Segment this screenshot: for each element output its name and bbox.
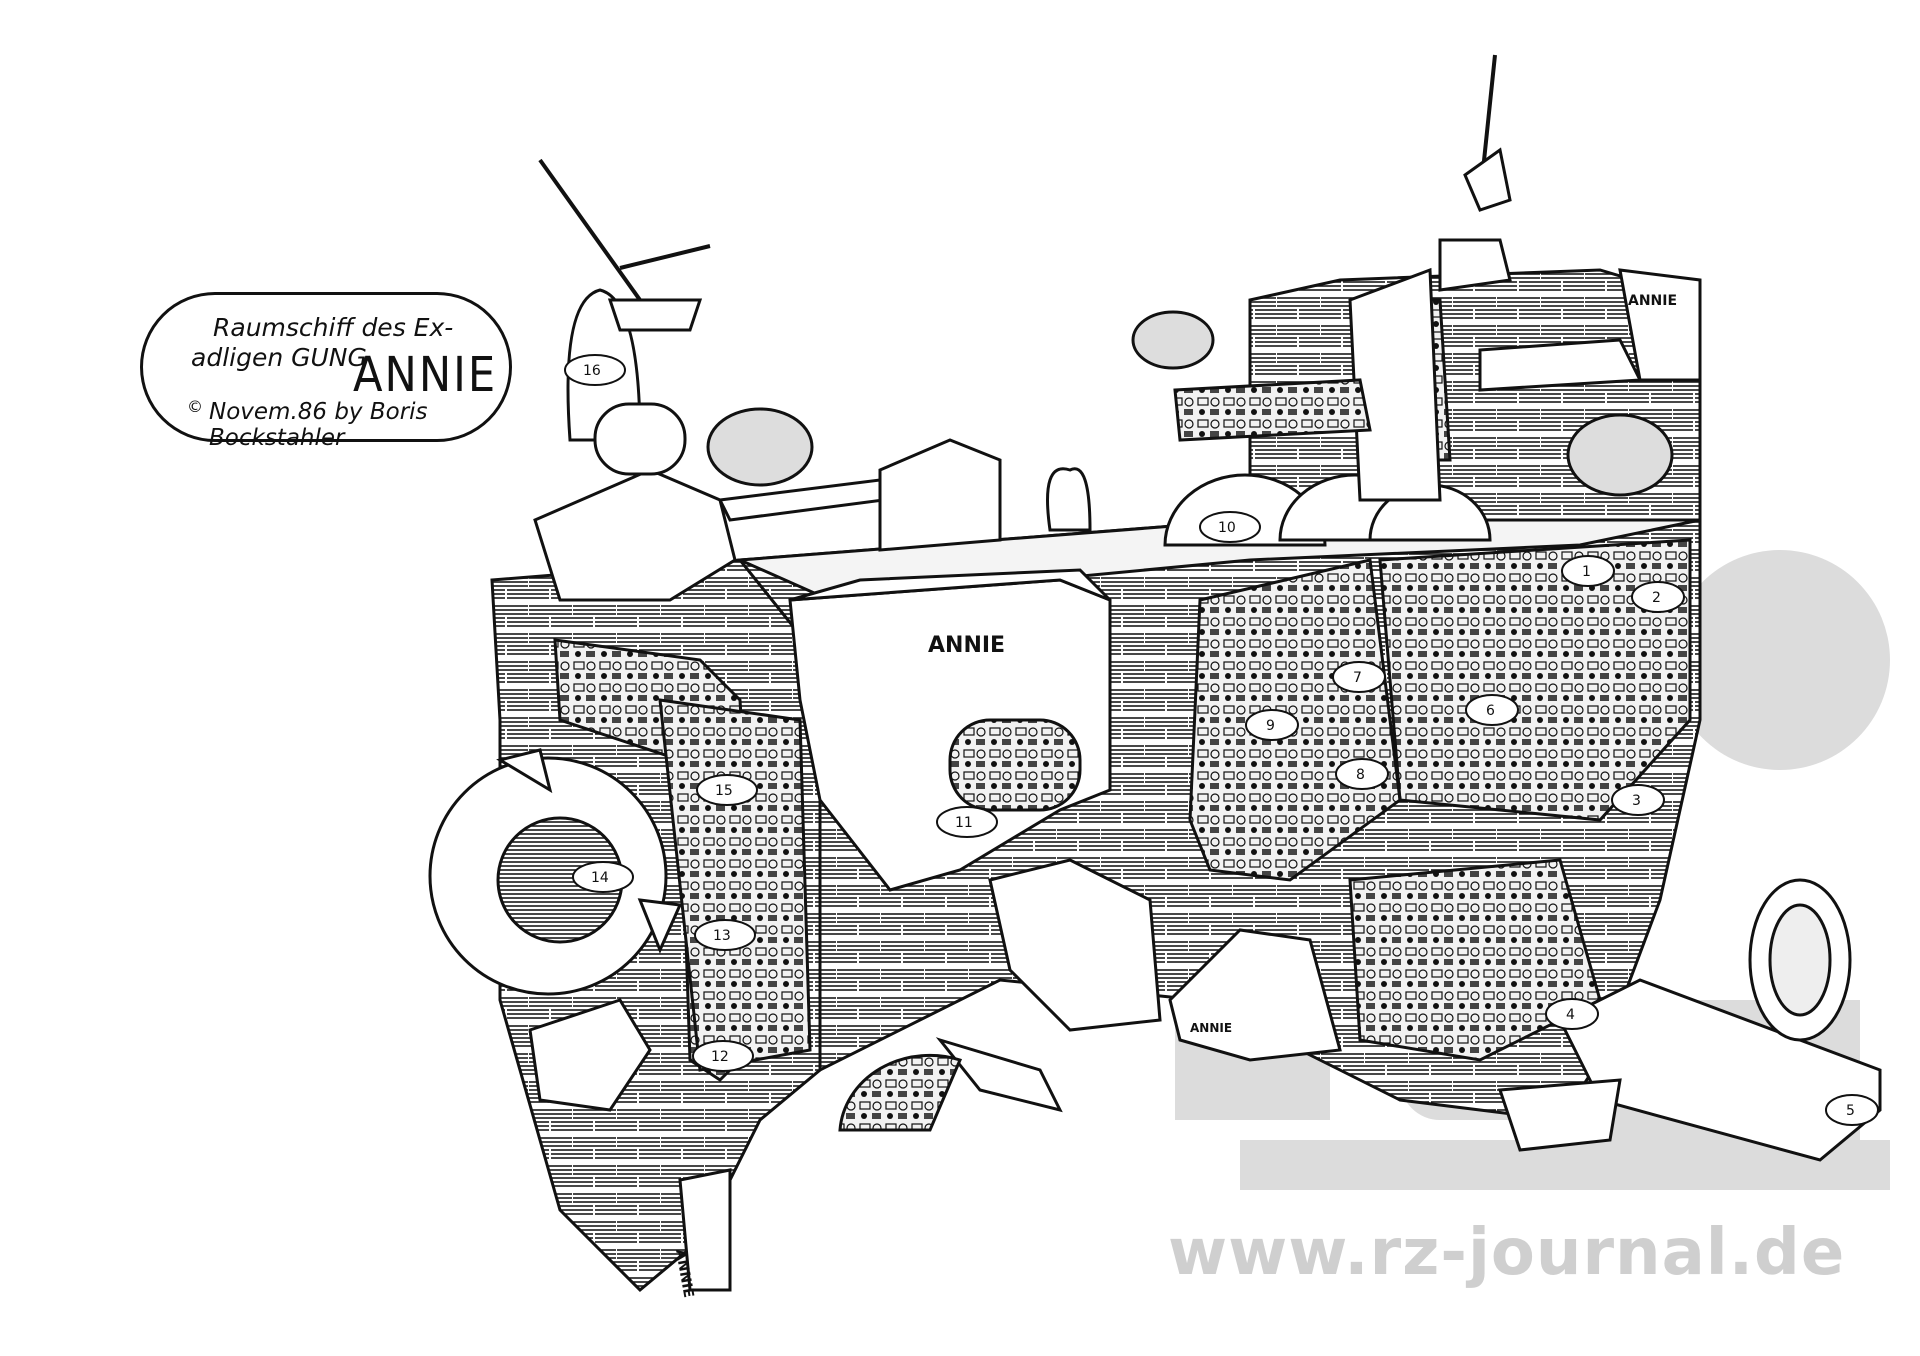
callout-4-text: 4 — [1566, 1007, 1575, 1023]
callout-4 — [1545, 998, 1599, 1030]
copyright-icon: © — [187, 397, 203, 416]
callout-7-text: 7 — [1353, 670, 1362, 686]
callout-11-text: 11 — [955, 815, 973, 831]
hull-labels: ANNIE ANNIE ANNIE ANNIE — [672, 293, 1677, 1299]
callout-11 — [936, 806, 998, 838]
callout-group: 1 2 3 4 5 6 7 8 9 10 11 12 13 14 15 16 — [564, 354, 1879, 1126]
callout-13-text: 13 — [713, 928, 731, 944]
callout-13 — [694, 919, 756, 951]
callout-9 — [1245, 709, 1299, 741]
hull-label-tower: ANNIE — [1628, 293, 1677, 309]
callout-12 — [692, 1040, 754, 1072]
hull-label-front: ANNIE — [928, 633, 1005, 658]
gear-wheel — [428, 748, 683, 996]
title-brand: ANNIE — [353, 347, 498, 403]
callout-15 — [696, 774, 758, 806]
title-line-2: adligen GUNG — [191, 343, 367, 372]
callout-12-text: 12 — [711, 1049, 729, 1065]
callout-6-text: 6 — [1486, 703, 1495, 719]
callout-9-text: 9 — [1266, 718, 1275, 734]
callout-14 — [572, 861, 634, 893]
hull-main-block — [737, 268, 1702, 1122]
callout-2 — [1631, 581, 1685, 613]
front-tower — [788, 568, 1112, 892]
callout-16 — [564, 354, 626, 386]
callout-3 — [1611, 784, 1665, 816]
callout-8 — [1335, 758, 1389, 790]
callout-1 — [1561, 555, 1615, 587]
callout-8-text: 8 — [1356, 767, 1365, 783]
callout-3-text: 3 — [1632, 793, 1641, 809]
callout-1-text: 1 — [1582, 564, 1591, 580]
right-tower — [1131, 54, 1702, 502]
callout-10 — [1199, 511, 1261, 543]
lower-thrusters — [528, 858, 1162, 1292]
right-pods — [1168, 878, 1882, 1162]
watermark-url: www.rz-journal.de — [1168, 1216, 1846, 1290]
title-box: Raumschiff des Ex- adligen GUNG ANNIE © … — [140, 292, 512, 451]
callout-10-text: 10 — [1218, 520, 1236, 536]
hull-label-right-pod: ANNIE — [1190, 1021, 1232, 1035]
callout-5-text: 5 — [1846, 1103, 1855, 1119]
callout-7 — [1332, 661, 1386, 693]
title-line-3: Novem.86 by Boris Bockstahler — [209, 399, 428, 451]
callout-16-text: 16 — [583, 363, 601, 379]
callout-15-text: 15 — [715, 783, 733, 799]
title-line-1: Raumschiff des Ex- — [213, 313, 454, 342]
callout-6 — [1465, 694, 1519, 726]
callout-5 — [1825, 1094, 1879, 1126]
domes — [878, 438, 1492, 552]
callout-14-text: 14 — [591, 870, 609, 886]
callout-2-text: 2 — [1652, 590, 1661, 606]
